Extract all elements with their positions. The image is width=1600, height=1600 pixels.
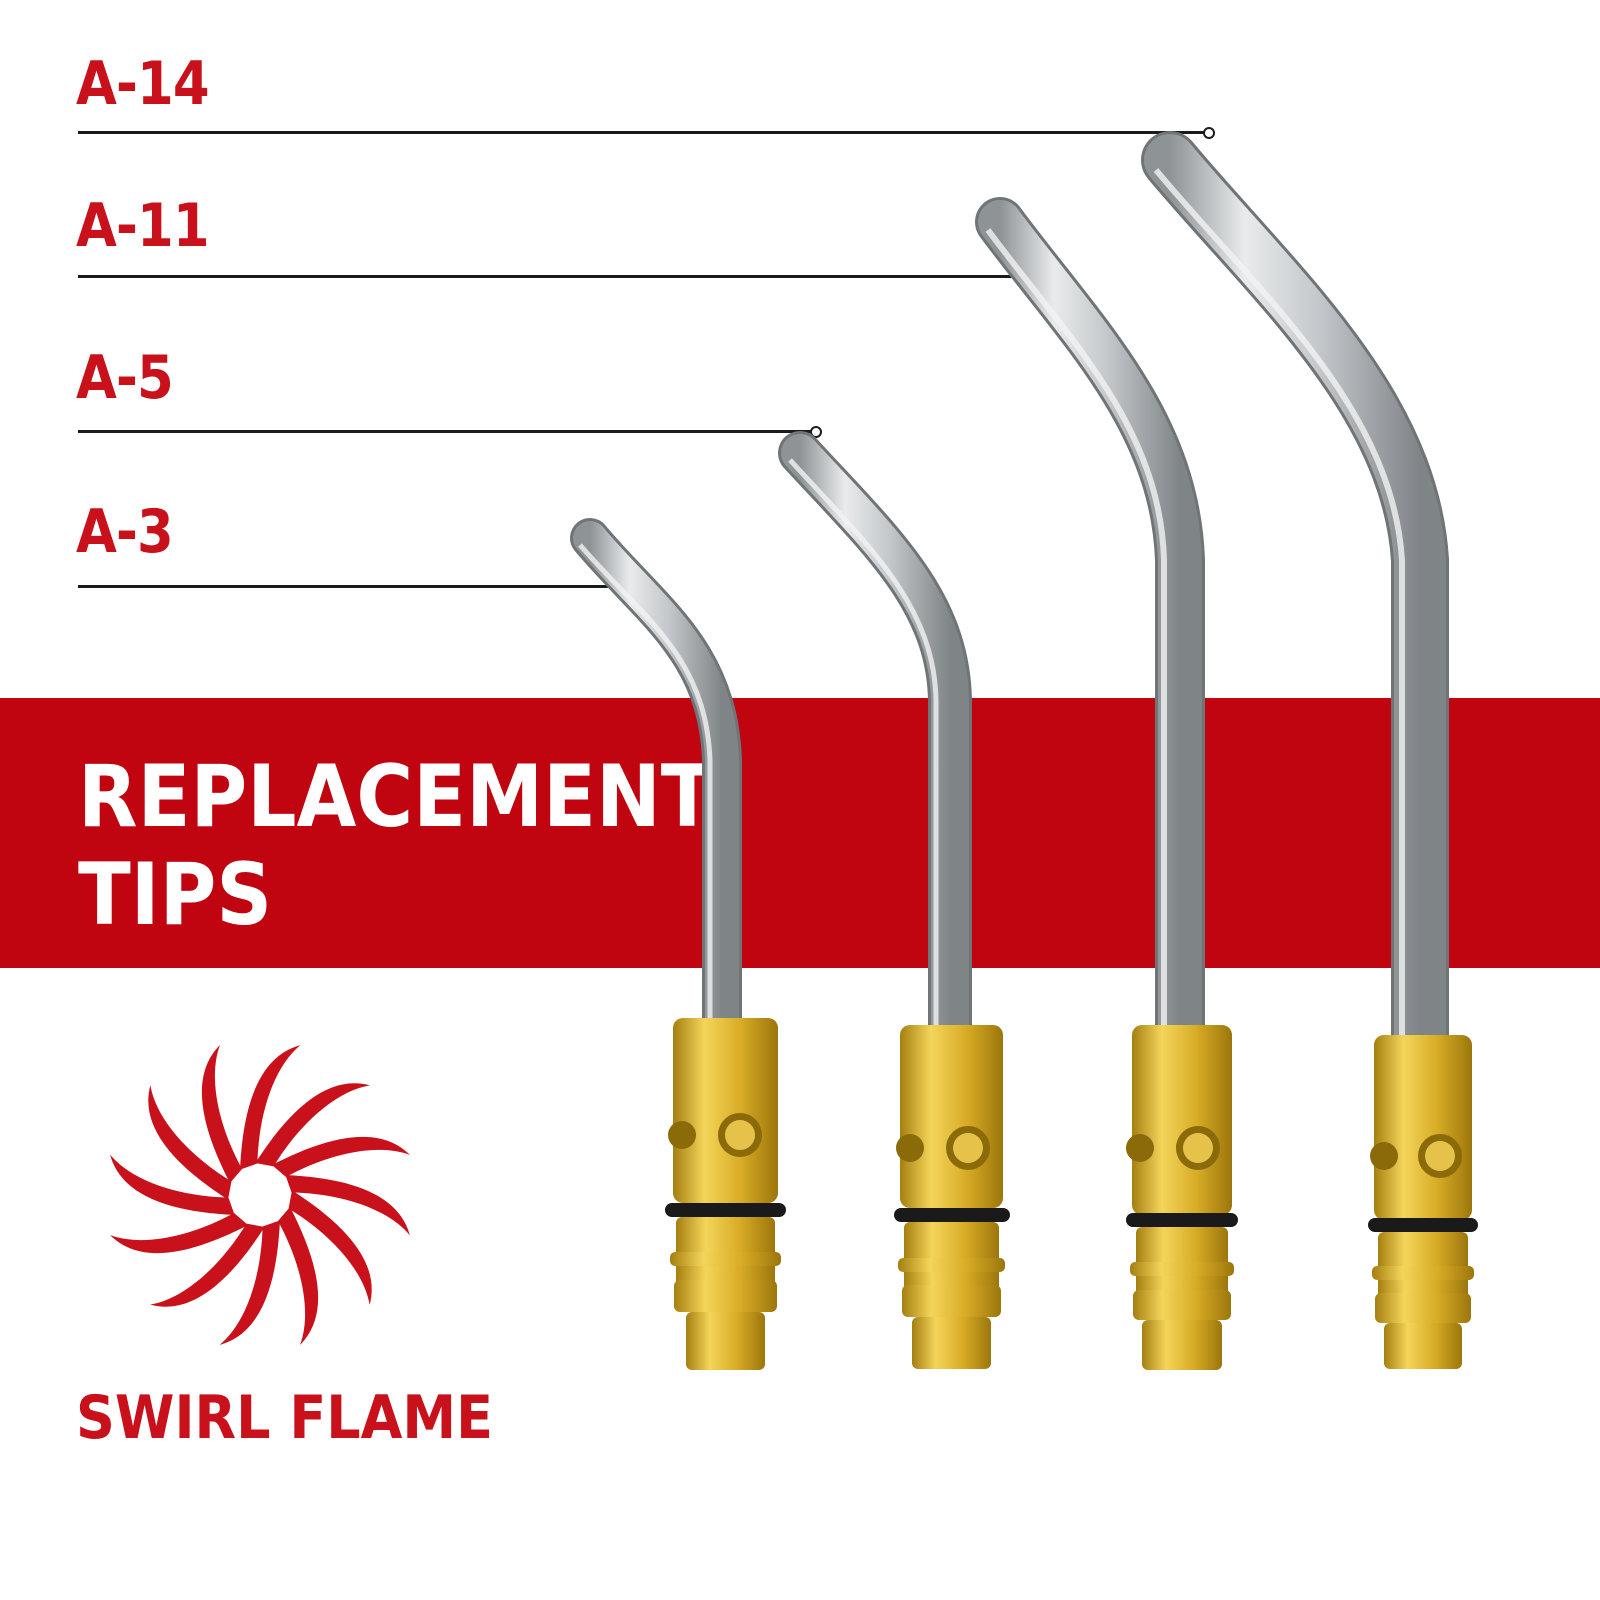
page-title: REPLACEMENT TIPS xyxy=(78,748,714,944)
swirl-flame-logo-icon xyxy=(101,1036,419,1354)
title-line-1: REPLACEMENT xyxy=(78,747,714,847)
tip-a14 xyxy=(1141,131,1478,1369)
leader-dot-a14 xyxy=(1203,127,1215,139)
brand-name: SWIRL FLAME xyxy=(76,1383,494,1453)
leader-line-a3 xyxy=(78,585,618,588)
tip-label-a14: A-14 xyxy=(76,49,210,119)
title-line-2: TIPS xyxy=(78,845,273,945)
tip-a5 xyxy=(778,431,1010,1369)
tip-label-a3: A-3 xyxy=(76,497,174,567)
red-banner xyxy=(0,698,1600,968)
leader-line-a14 xyxy=(78,131,1208,134)
leader-dot-a5 xyxy=(810,426,822,438)
tip-a11 xyxy=(975,197,1238,1370)
tip-label-a11: A-11 xyxy=(76,191,210,261)
tip-label-a5: A-5 xyxy=(76,343,174,413)
tip-a3 xyxy=(570,518,786,1370)
leader-line-a5 xyxy=(78,430,816,433)
leader-line-a11 xyxy=(78,275,1020,278)
